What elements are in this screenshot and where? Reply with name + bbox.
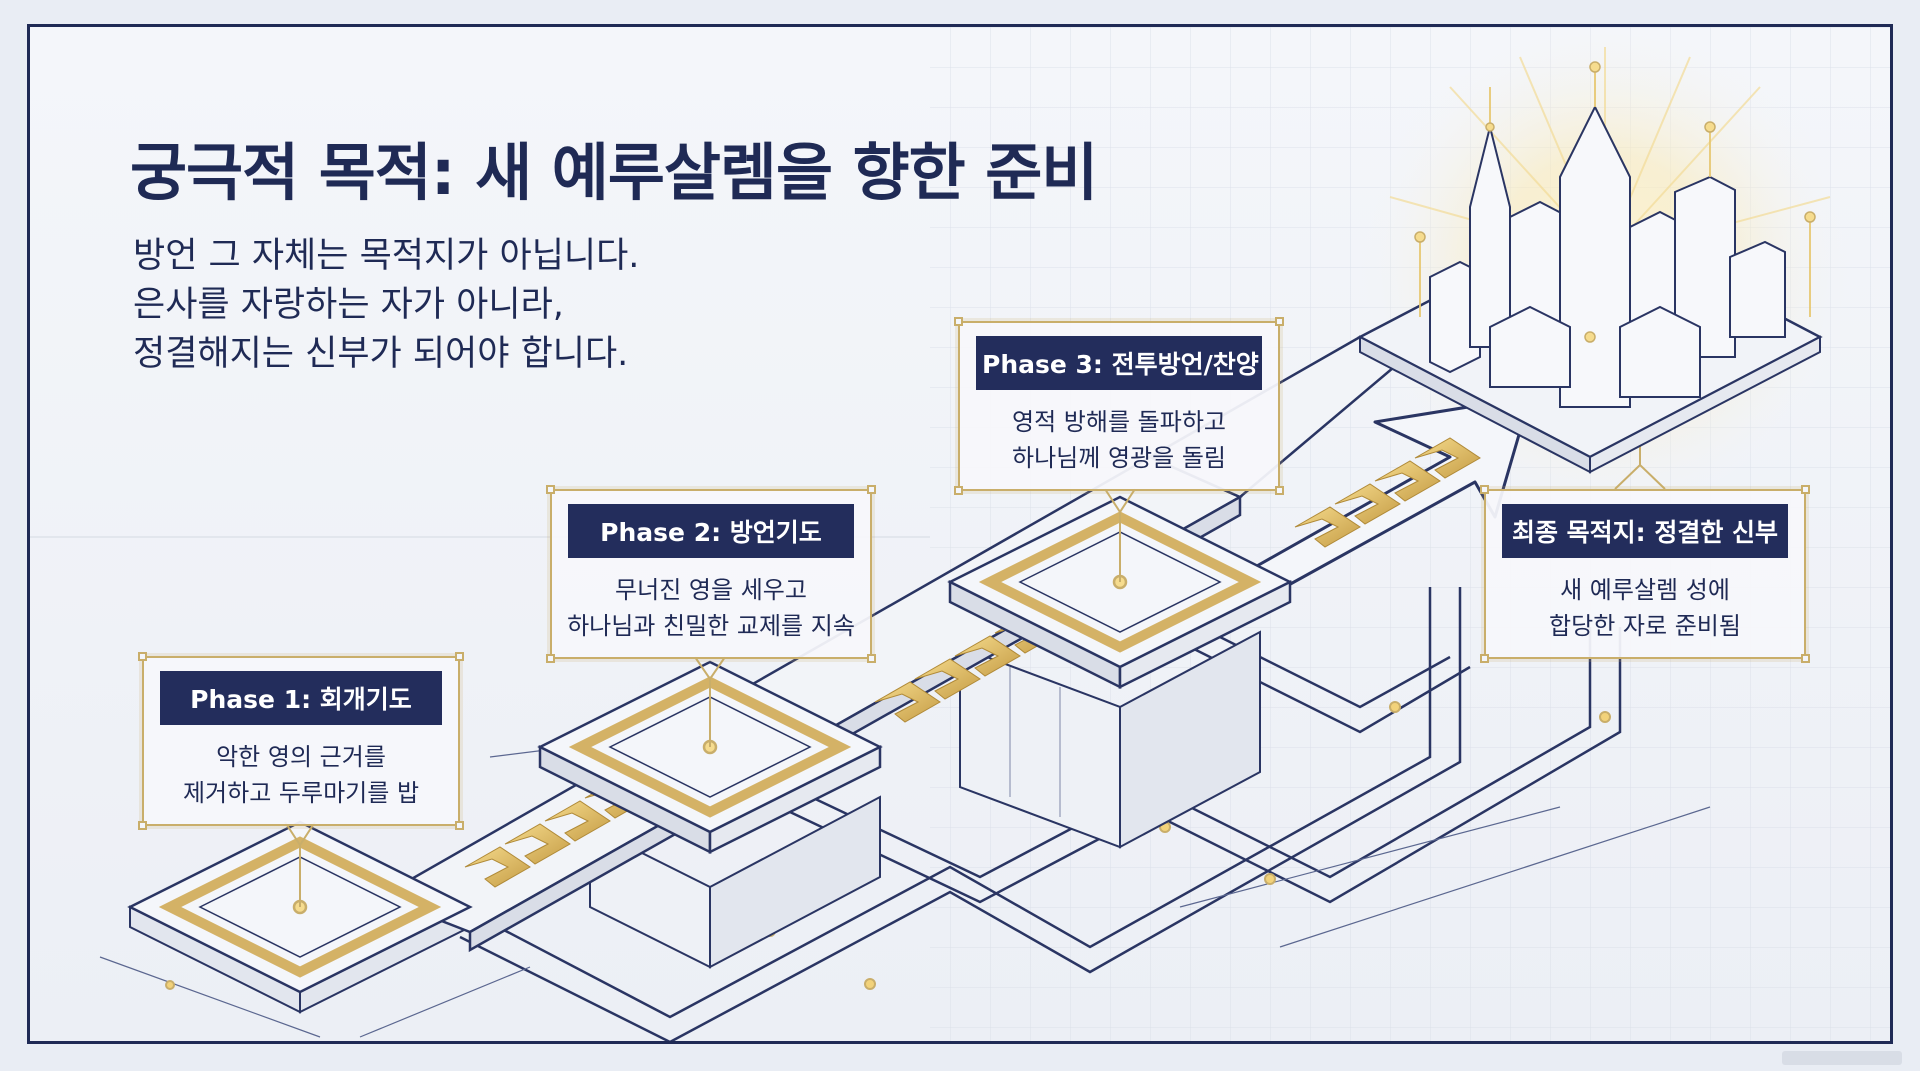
description-line: 영적 방해를 돌파하고 xyxy=(1012,408,1226,436)
city-icon xyxy=(1357,61,1823,474)
destination-callout: 최종 목적지: 정결한 신부 새 예루살렘 성에 합당한 자로 준비됨 xyxy=(1480,485,1810,663)
phase-1-description: 악한 영의 근거를 제거하고 두루마기를 밥 xyxy=(144,739,458,811)
lower-path xyxy=(459,587,1622,1041)
subtitle: 방언 그 자체는 목적지가 아닙니다. 은사를 자랑하는 자가 아니라, 정결해… xyxy=(133,232,639,379)
subtitle-line: 정결해지는 신부가 되어야 합니다. xyxy=(133,334,629,374)
phase-3-title: Phase 3: 전투방언/찬양 xyxy=(976,336,1262,390)
subtitle-line: 방언 그 자체는 목적지가 아닙니다. xyxy=(133,236,640,276)
description-line: 악한 영의 근거를 xyxy=(216,743,386,771)
destination-title: 최종 목적지: 정결한 신부 xyxy=(1502,504,1788,558)
phase-2-title: Phase 2: 방언기도 xyxy=(568,504,854,558)
phase-1-callout: Phase 1: 회개기도 악한 영의 근거를 제거하고 두루마기를 밥 xyxy=(138,652,464,830)
pillar-3 xyxy=(959,630,1261,849)
phase-2-callout: Phase 2: 방언기도 무너진 영을 세우고 하나님과 친밀한 교제를 지속 xyxy=(546,485,876,663)
page-title: 궁극적 목적: 새 예루살렘을 향한 준비 xyxy=(130,136,1098,209)
watermark-bar xyxy=(1782,1051,1902,1065)
slide: 궁극적 목적: 새 예루살렘을 향한 준비 방언 그 자체는 목적지가 아닙니다… xyxy=(27,24,1893,1044)
phase-1-title: Phase 1: 회개기도 xyxy=(160,671,442,725)
platform-icon xyxy=(537,660,883,855)
blueprint-diagram xyxy=(30,27,1890,1041)
description-line: 합당한 자로 준비됨 xyxy=(1549,612,1741,640)
destination-description: 새 예루살렘 성에 합당한 자로 준비됨 xyxy=(1486,572,1804,644)
subtitle-line: 은사를 자랑하는 자가 아니라, xyxy=(133,285,564,325)
description-line: 무너진 영을 세우고 xyxy=(615,576,807,604)
phase-3-description: 영적 방해를 돌파하고 하나님께 영광을 돌림 xyxy=(960,404,1278,476)
description-line: 하나님과 친밀한 교제를 지속 xyxy=(567,612,855,640)
phase-3-callout: Phase 3: 전투방언/찬양 영적 방해를 돌파하고 하나님께 영광을 돌림 xyxy=(954,317,1284,495)
phase-2-description: 무너진 영을 세우고 하나님과 친밀한 교제를 지속 xyxy=(552,572,870,644)
description-line: 새 예루살렘 성에 xyxy=(1560,576,1730,604)
description-line: 제거하고 두루마기를 밥 xyxy=(182,779,420,807)
description-line: 하나님께 영광을 돌림 xyxy=(1012,444,1226,472)
